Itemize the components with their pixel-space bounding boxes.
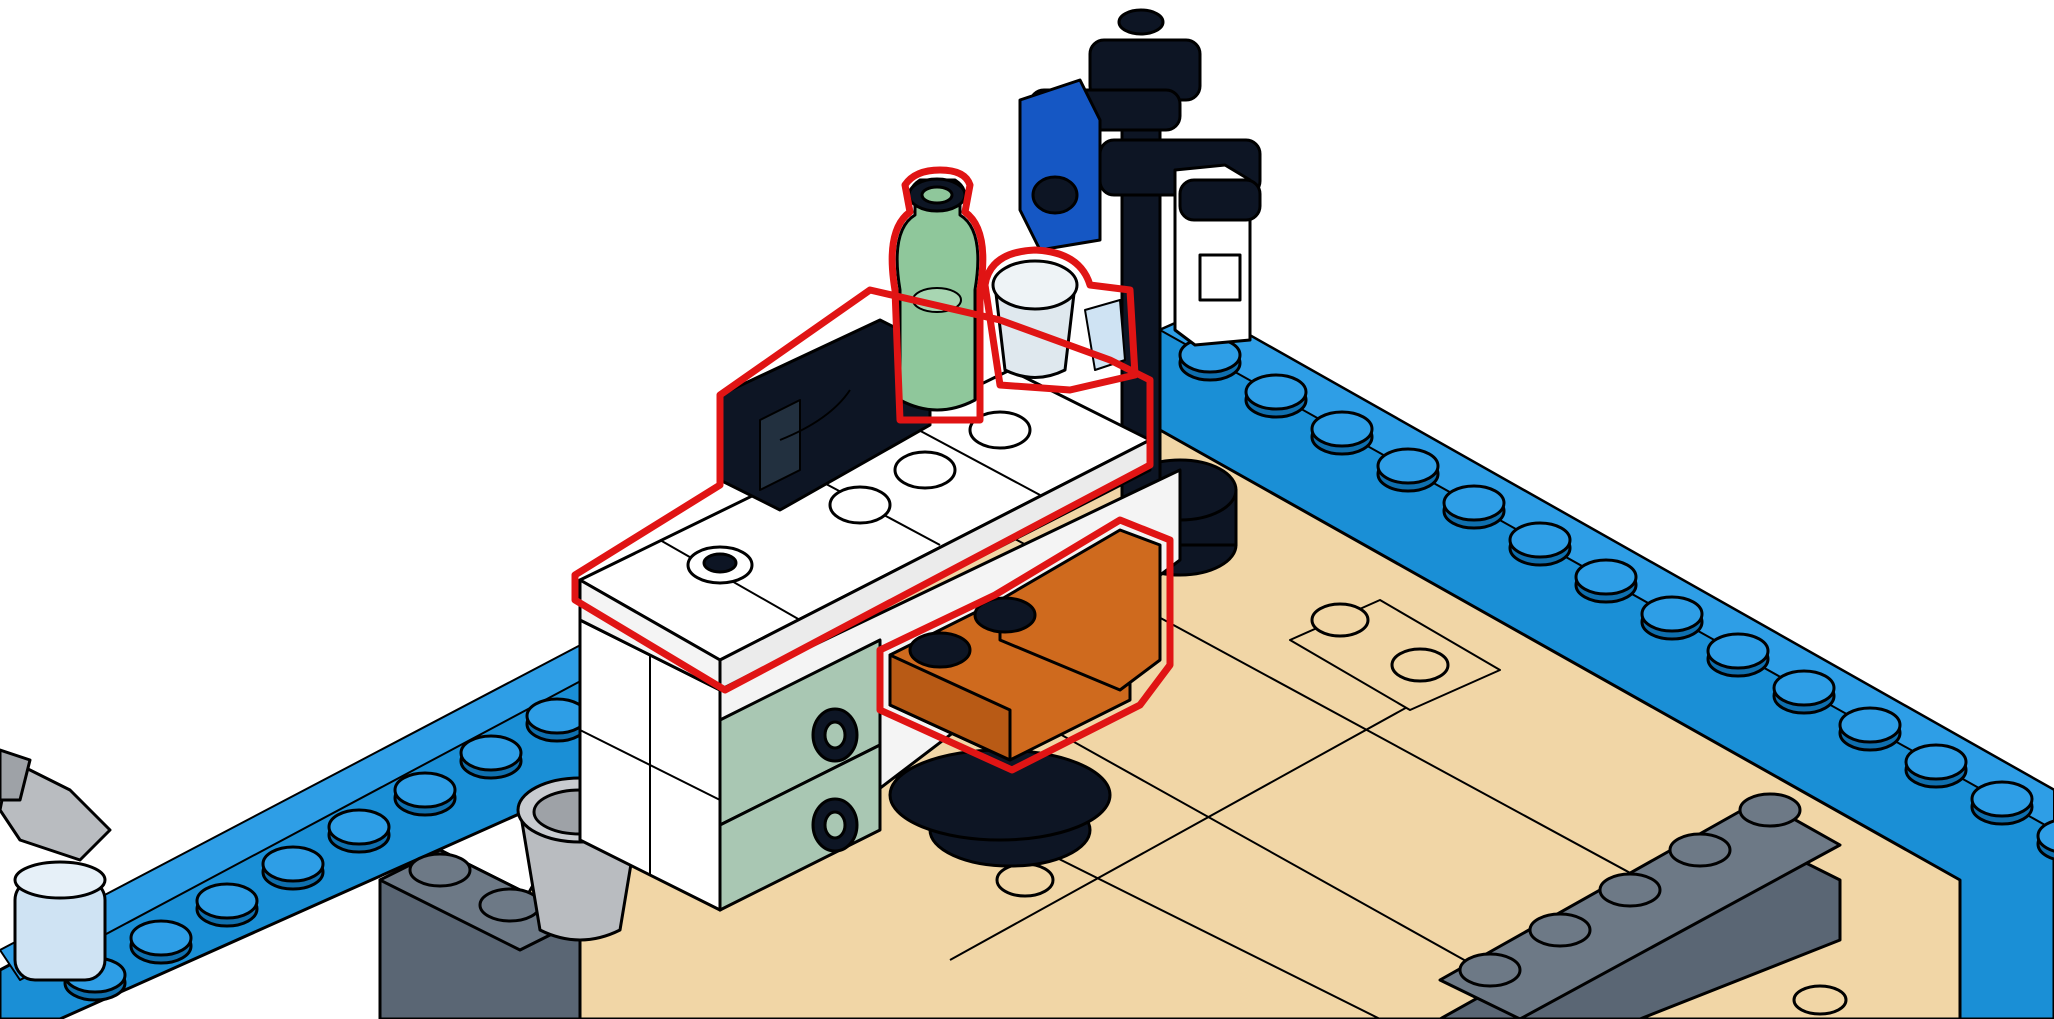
blue-stud <box>1378 449 1438 483</box>
blue-stud <box>1444 486 1504 520</box>
blue-stud <box>263 847 323 881</box>
blue-stud <box>527 699 587 733</box>
blue-stud <box>1906 745 1966 779</box>
blue-stud <box>329 810 389 844</box>
blue-stud <box>1312 412 1372 446</box>
blue-stud <box>1774 671 1834 705</box>
blue-stud <box>1576 560 1636 594</box>
blue-stud <box>1246 375 1306 409</box>
blue-stud <box>1972 782 2032 816</box>
blue-stud <box>1510 523 1570 557</box>
blue-stud <box>395 773 455 807</box>
blue-stud <box>1642 597 1702 631</box>
blue-stud <box>1840 708 1900 742</box>
clear-cylinder-icon <box>0 750 110 980</box>
blue-stud <box>197 884 257 918</box>
blue-stud <box>461 736 521 770</box>
blue-stud <box>131 921 191 955</box>
blue-stud <box>1708 634 1768 668</box>
